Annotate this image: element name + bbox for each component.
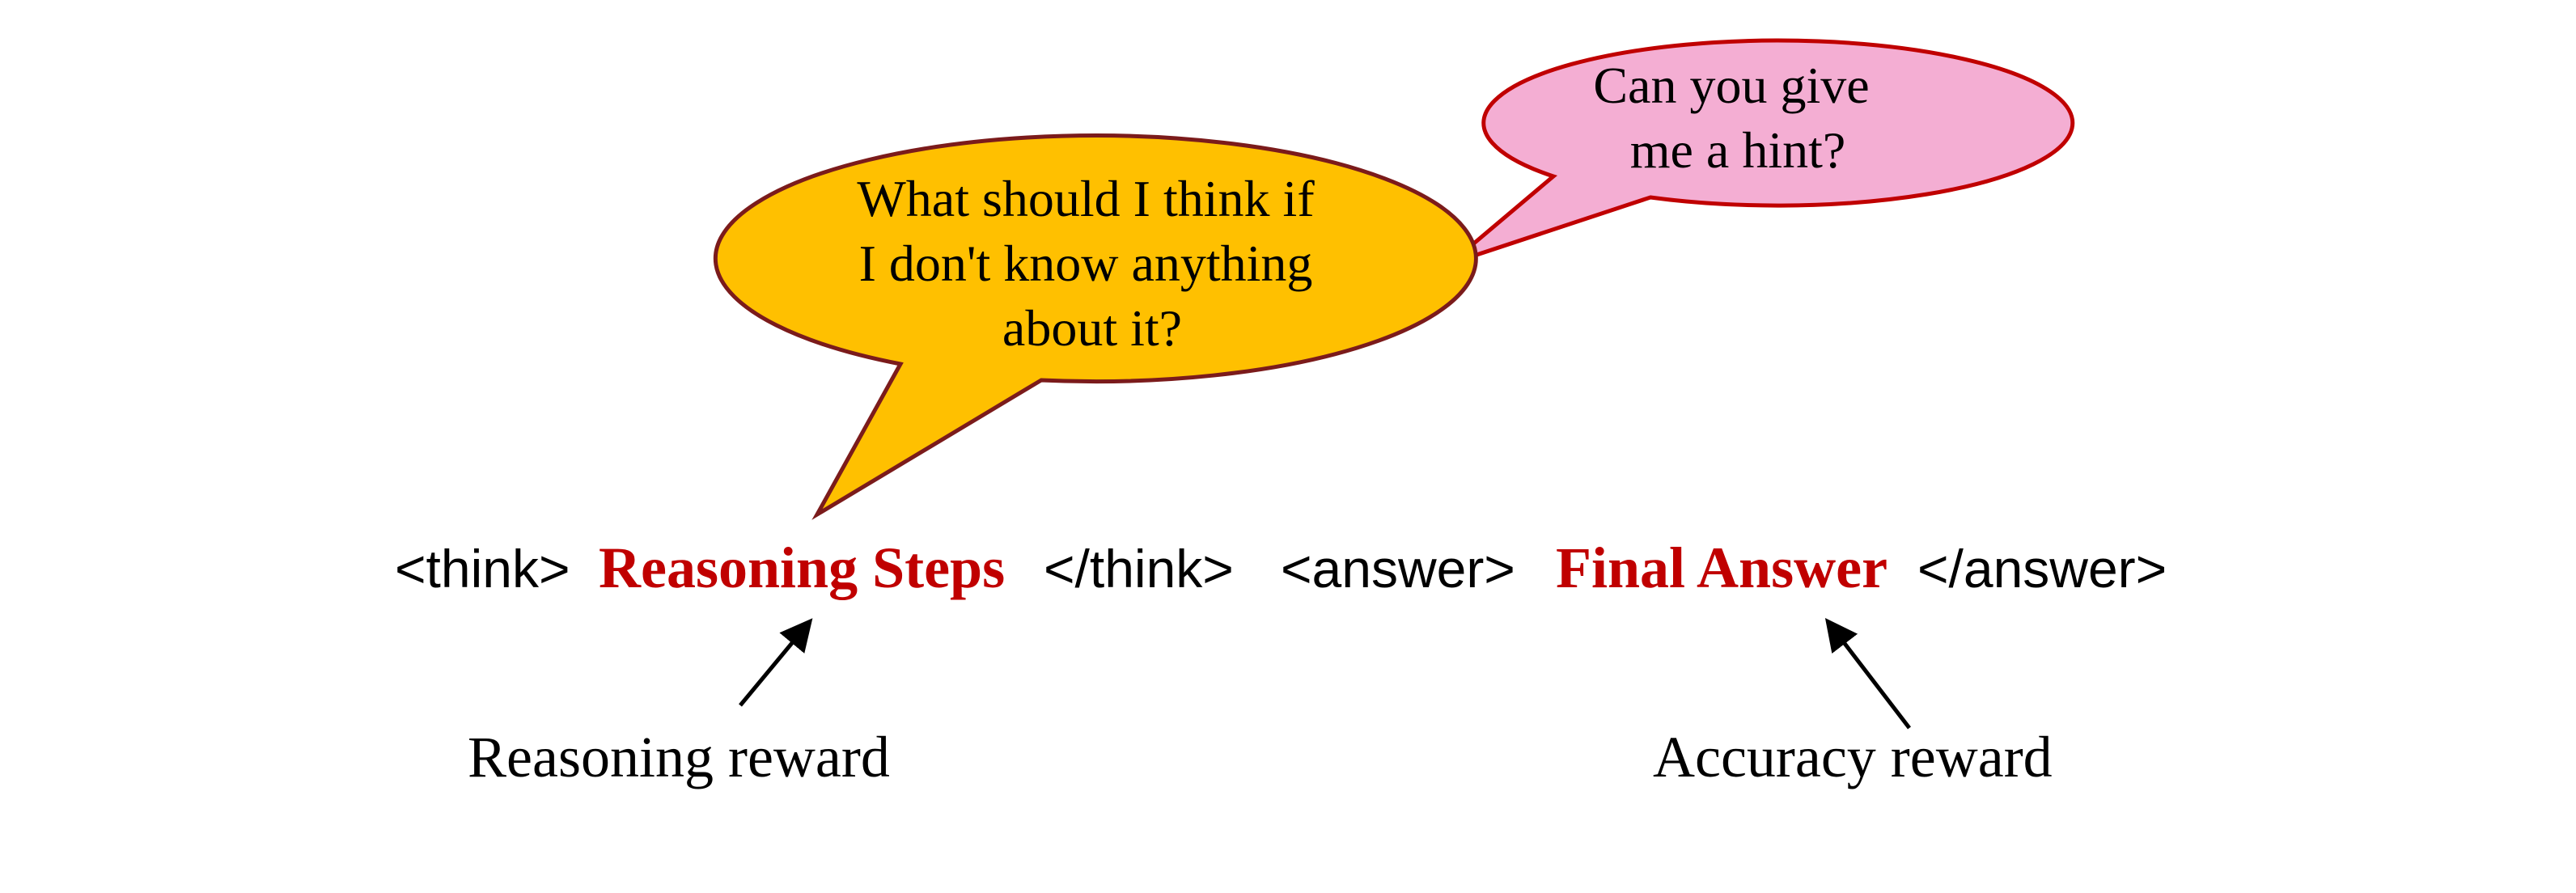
yellow-bubble-text: What should I think if I don't know anyt… <box>857 170 1327 357</box>
token-sequence: <think> Reasoning Steps </think> <answer… <box>395 535 2167 600</box>
yellow-bubble-line-3: about it? <box>1002 299 1182 357</box>
reasoning-reward-arrow <box>739 618 813 707</box>
reasoning-steps-label: Reasoning Steps <box>599 535 1005 600</box>
pink-bubble-shape <box>1448 38 2075 266</box>
think-close-tag: </think> <box>1044 539 1234 599</box>
pink-speech-bubble: Can you give me a hint? <box>1448 38 2075 266</box>
pink-bubble-line-1: Can you give <box>1593 57 1869 114</box>
yellow-bubble-line-1: What should I think if <box>857 170 1315 227</box>
reasoning-reward-label: Reasoning reward <box>468 725 890 789</box>
yellow-speech-bubble: What should I think if I don't know anyt… <box>713 133 1478 520</box>
accuracy-reward-label: Accuracy reward <box>1653 725 2053 789</box>
answer-close-tag: </answer> <box>1917 539 2167 599</box>
accuracy-reward-arrow <box>1824 618 1911 730</box>
think-open-tag: <think> <box>395 539 570 599</box>
yellow-bubble-line-2: I don't know anything <box>859 235 1313 292</box>
pink-bubble-text: Can you give me a hint? <box>1593 57 1882 179</box>
final-answer-label: Final Answer <box>1556 535 1888 600</box>
answer-open-tag: <answer> <box>1281 539 1515 599</box>
pink-bubble-line-2: me a hint? <box>1630 121 1846 179</box>
yellow-bubble-shape <box>713 133 1478 520</box>
